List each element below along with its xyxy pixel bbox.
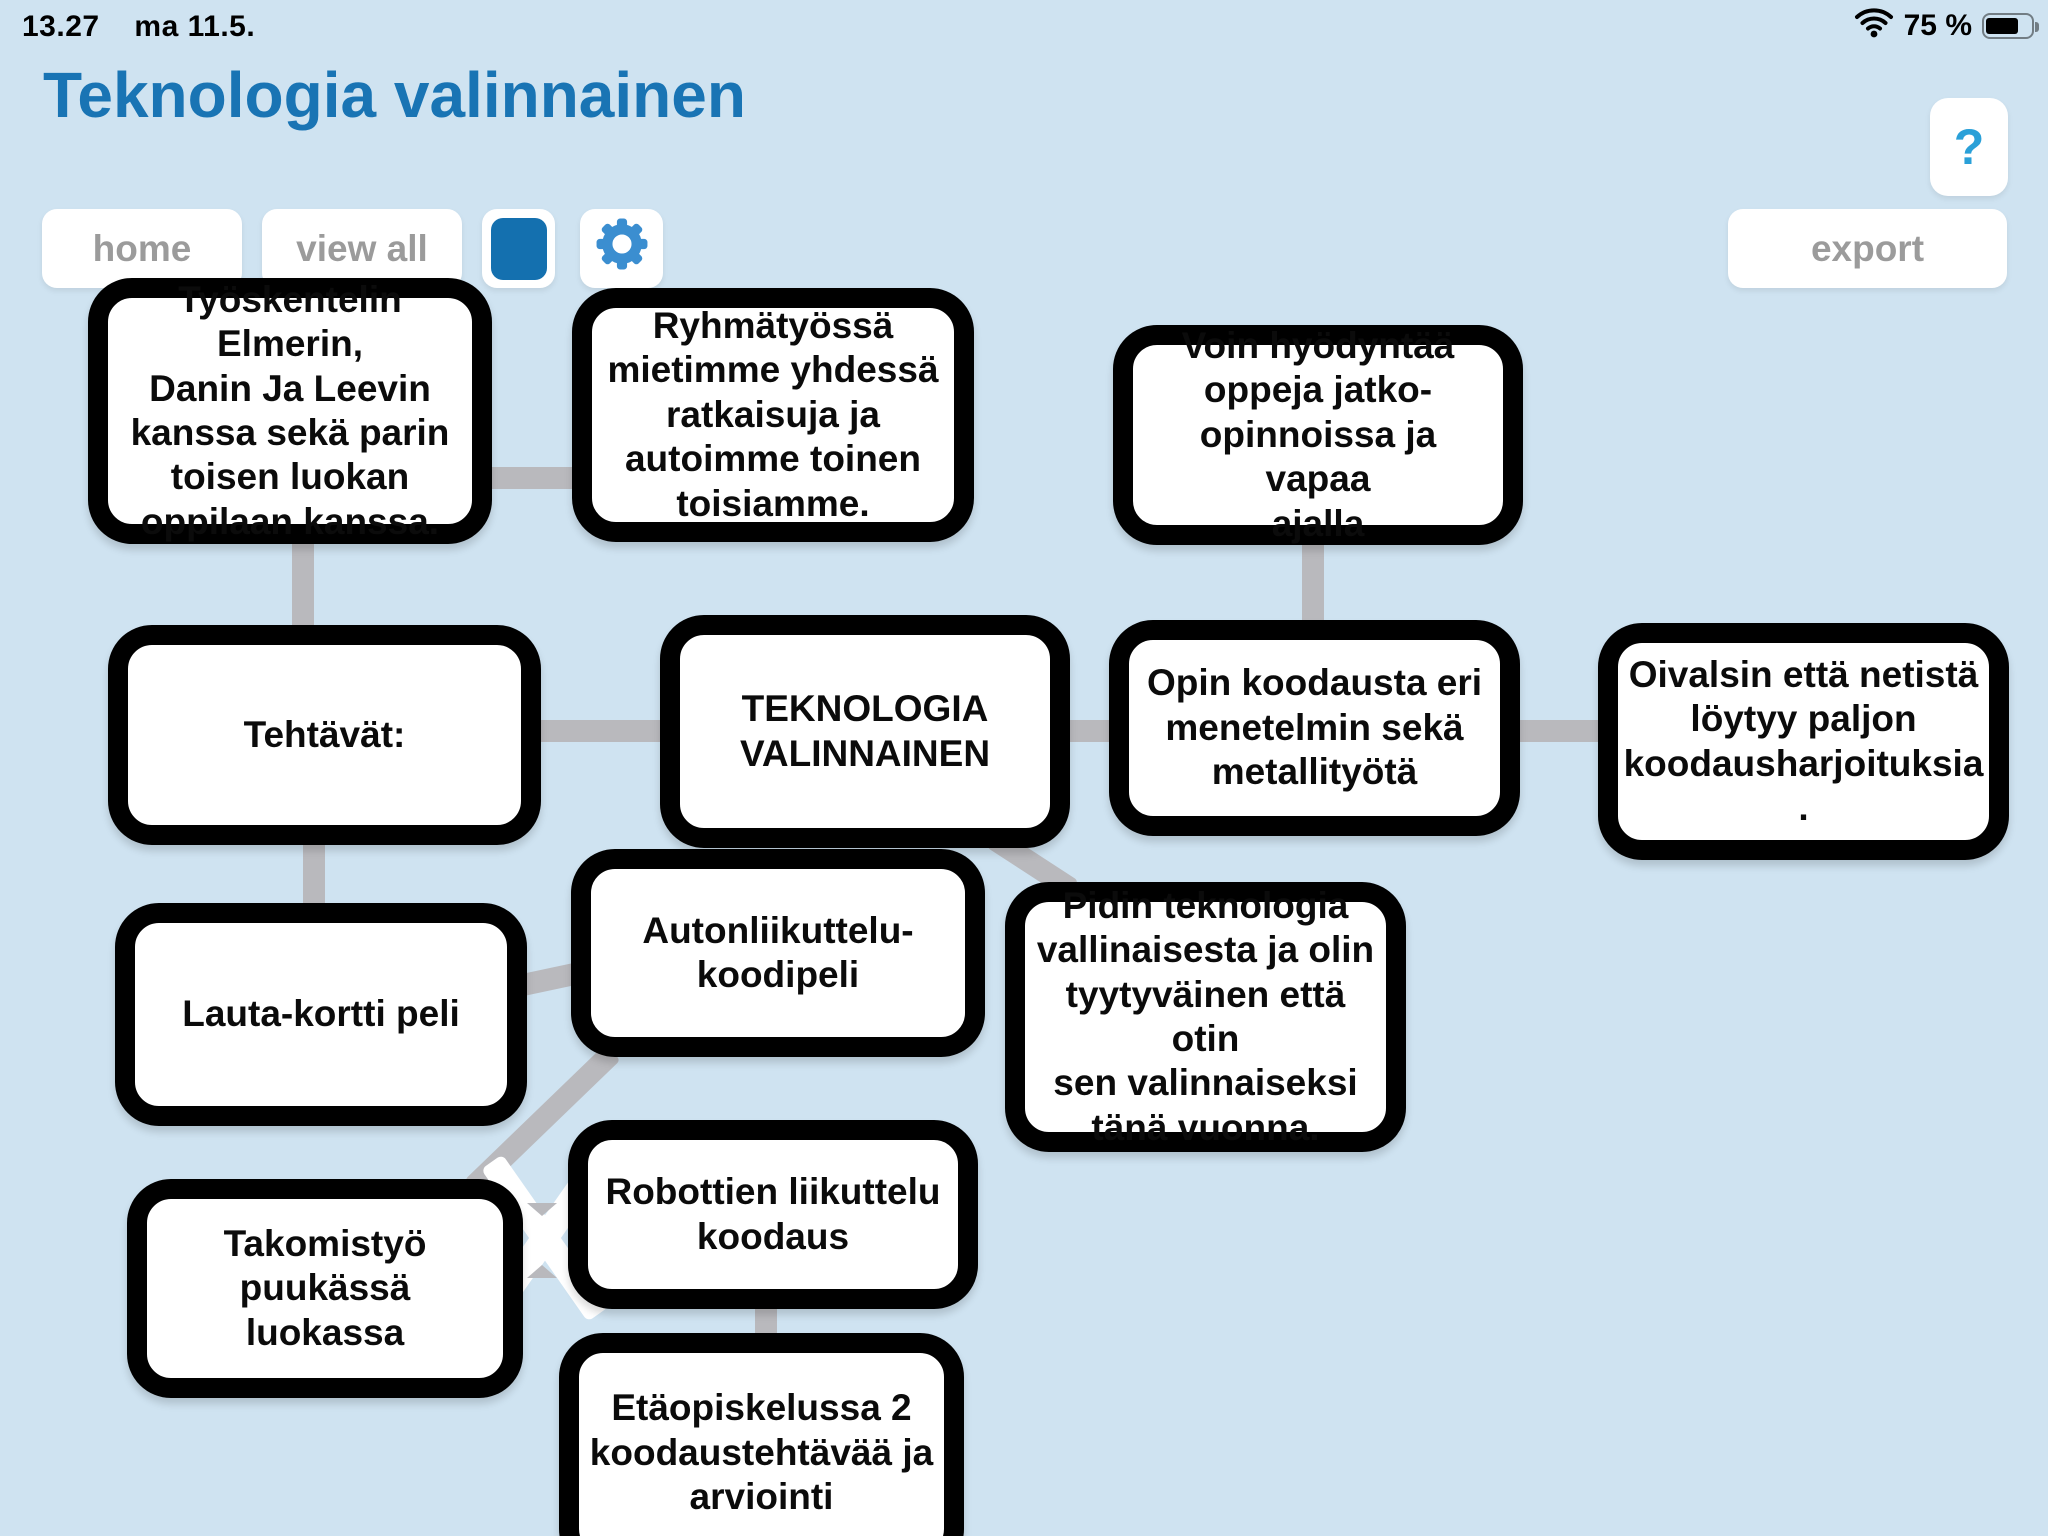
popple-node-tyoskentelin[interactable]: Työskentelin Elmerin, Danin Ja Leevin ka… bbox=[88, 278, 492, 544]
node-text: Autonliikuttelu- koodipeli bbox=[642, 909, 914, 995]
settings-button[interactable] bbox=[580, 209, 663, 288]
connector-line bbox=[535, 720, 665, 742]
battery-percent: 75 % bbox=[1903, 8, 1972, 42]
connector-line bbox=[488, 467, 576, 489]
status-right-cluster: 75 % bbox=[1854, 8, 2039, 43]
view-all-button-label: view all bbox=[296, 227, 428, 269]
popple-node-ryhmatyossa[interactable]: Ryhmätyössä mietimme yhdessä ratkaisuja … bbox=[572, 288, 974, 542]
home-button[interactable]: home bbox=[42, 209, 242, 288]
popple-node-takomistyo[interactable]: Takomistyö puukässä luokassa bbox=[127, 1179, 523, 1398]
wifi-icon bbox=[1854, 8, 1894, 43]
popple-node-robottien-liikuttelu[interactable]: Robottien liikuttelu koodaus bbox=[568, 1120, 978, 1309]
page-title[interactable]: Teknologia valinnainen bbox=[43, 59, 746, 131]
battery-nub bbox=[2035, 21, 2039, 32]
battery-fill bbox=[1986, 17, 2018, 34]
question-mark-icon: ? bbox=[1953, 119, 1985, 175]
node-text: Tehtävät: bbox=[243, 713, 406, 755]
connector-line bbox=[1063, 720, 1115, 742]
connector-line bbox=[303, 840, 325, 910]
node-text: Robottien liikuttelu koodaus bbox=[605, 1171, 941, 1257]
popple-node-lauta-kortti-peli[interactable]: Lauta-kortti peli bbox=[115, 903, 527, 1126]
battery-icon bbox=[1982, 12, 2039, 39]
status-date: ma 11.5. bbox=[134, 10, 256, 43]
popple-node-autonliikuttelu[interactable]: Autonliikuttelu- koodipeli bbox=[571, 849, 985, 1057]
popple-node-teknologia-valinnainen[interactable]: TEKNOLOGIA VALINNAINEN bbox=[660, 615, 1070, 848]
help-button[interactable]: ? bbox=[1930, 98, 2008, 196]
connector-line bbox=[1514, 720, 1604, 742]
gear-icon bbox=[594, 216, 650, 281]
export-button-label: export bbox=[1810, 227, 1925, 269]
node-text: TEKNOLOGIA VALINNAINEN bbox=[739, 688, 991, 774]
chevron-up-icon bbox=[527, 1265, 557, 1278]
node-text: Työskentelin Elmerin, Danin Ja Leevin ka… bbox=[130, 278, 450, 542]
status-bar: 13.27 ma 11.5. 75 % bbox=[0, 0, 2048, 52]
chevron-down-icon bbox=[527, 1203, 557, 1216]
connector-line bbox=[1302, 540, 1324, 625]
popple-node-etaopiskelussa[interactable]: Etäopiskelussa 2 koodaustehtävää ja arvi… bbox=[559, 1333, 964, 1536]
node-text: Oivalsin että netistä löytyy paljon kood… bbox=[1623, 653, 1984, 828]
export-button[interactable]: export bbox=[1728, 209, 2007, 288]
view-all-button[interactable]: view all bbox=[262, 209, 462, 288]
status-time: 13.27 bbox=[22, 10, 100, 43]
popple-node-voin-hyodyntaa[interactable]: Voin hyödyntää oppeja jatko- opinnoissa … bbox=[1113, 325, 1523, 545]
node-text: Pidin teknologia vallinaisesta ja olin t… bbox=[1036, 884, 1375, 1148]
connector-line bbox=[292, 535, 314, 630]
node-text: Opin koodausta eri menetelmin sekä metal… bbox=[1146, 662, 1483, 793]
popple-node-oivalsin[interactable]: Oivalsin että netistä löytyy paljon kood… bbox=[1598, 623, 2009, 860]
popple-node-pidin-teknologia[interactable]: Pidin teknologia vallinaisesta ja olin t… bbox=[1005, 882, 1406, 1152]
node-text: Etäopiskelussa 2 koodaustehtävää ja arvi… bbox=[589, 1387, 934, 1518]
node-text: Takomistyö puukässä luokassa bbox=[223, 1222, 427, 1353]
popple-node-tehtavat[interactable]: Tehtävät: bbox=[108, 625, 541, 845]
node-text: Voin hyödyntää oppeja jatko- opinnoissa … bbox=[1181, 325, 1455, 544]
node-text: Ryhmätyössä mietimme yhdessä ratkaisuja … bbox=[607, 305, 939, 524]
node-text: Lauta-kortti peli bbox=[182, 993, 460, 1035]
home-button-label: home bbox=[92, 227, 192, 269]
popple-node-opin-koodausta[interactable]: Opin koodausta eri menetelmin sekä metal… bbox=[1109, 620, 1520, 836]
color-swatch-icon bbox=[490, 217, 547, 280]
color-picker-button[interactable] bbox=[482, 209, 555, 288]
status-time-date: 13.27 ma 11.5. bbox=[22, 10, 255, 44]
